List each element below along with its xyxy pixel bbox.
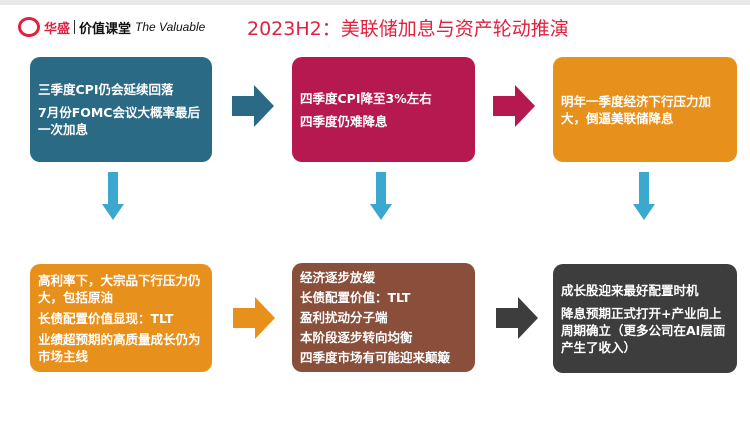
logo-course: 价值课堂 (79, 21, 132, 37)
right-arrow-icon (232, 85, 274, 127)
box-line: 长债配置价值：TLT (300, 290, 411, 305)
box-growth: 成长股迎来最好配置时机 降息预期正式打开+产业向上周期确立（更多公司在AI层面产… (553, 264, 737, 373)
down-arrow-icon (633, 172, 655, 220)
flame-logo-icon (18, 17, 40, 37)
box-line: 盈利扰动分子端 (300, 310, 388, 325)
box-line: 四季度仍难降息 (300, 113, 388, 129)
box-cpi-q4: 四季度CPI降至3%左右 四季度仍难降息 (292, 57, 475, 162)
right-arrow-icon (233, 297, 275, 339)
box-line: 四季度CPI降至3%左右 (300, 90, 432, 106)
page-title: 2023H2：美联储加息与资产轮动推演 (247, 18, 569, 40)
box-high-rate: 高利率下，大宗品下行压力仍大，包括原油 长债配置价值显现：TLT 业绩超预期的高… (30, 264, 212, 372)
box-line: 高利率下，大宗品下行压力仍大，包括原油 (38, 272, 201, 305)
right-arrow-icon (496, 297, 538, 339)
top-border (0, 0, 750, 5)
logo: 华盛 价值课堂 The Valuable (18, 17, 205, 37)
box-rate-cut: 明年一季度经济下行压力加大，倒逼美联储降息 (553, 57, 737, 162)
box-line: 长债配置价值显现：TLT (38, 310, 174, 326)
right-arrow-icon (493, 85, 535, 127)
logo-brand: 华盛 (44, 21, 71, 37)
box-slowdown: 经济逐步放缓 长债配置价值：TLT 盈利扰动分子端 本阶段逐步转向均衡 四季度市… (292, 263, 475, 372)
box-line: 成长股迎来最好配置时机 (561, 282, 699, 298)
down-arrow-icon (370, 172, 392, 220)
box-cpi-q3: 三季度CPI仍会延续回落 7月份FOMC会议大概率最后一次加息 (30, 57, 212, 162)
box-line: 7月份FOMC会议大概率最后一次加息 (38, 105, 200, 137)
box-line: 业绩超预期的高质量成长仍为市场主线 (38, 331, 201, 364)
box-line: 明年一季度经济下行压力加大，倒逼美联储降息 (561, 93, 712, 126)
box-line: 三季度CPI仍会延续回落 (38, 82, 174, 97)
box-line: 四季度市场有可能迎来颠簸 (300, 350, 451, 365)
logo-divider (74, 20, 76, 34)
logo-english: The Valuable (135, 20, 206, 34)
down-arrow-icon (102, 172, 124, 220)
box-line: 经济逐步放缓 (300, 270, 376, 285)
box-line: 降息预期正式打开+产业向上周期确立（更多公司在AI层面产生了收入） (561, 305, 726, 355)
box-line: 本阶段逐步转向均衡 (300, 330, 413, 345)
